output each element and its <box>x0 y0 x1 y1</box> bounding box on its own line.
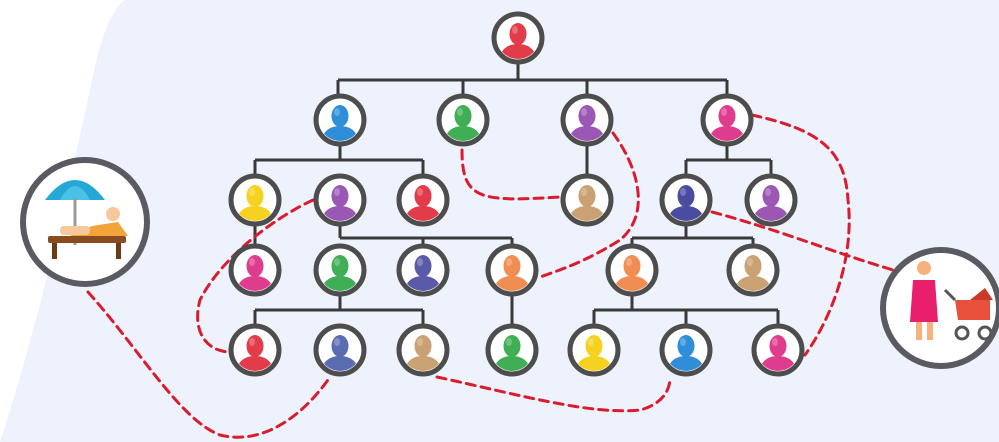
person-avatar-icon <box>491 11 545 65</box>
person-avatar-icon <box>659 173 713 227</box>
person-avatar-icon <box>700 93 754 147</box>
person-avatar-icon <box>396 323 450 377</box>
person-avatar-icon <box>659 323 713 377</box>
person-avatar-icon <box>744 173 798 227</box>
person-avatar-icon <box>436 93 490 147</box>
person-avatar-icon <box>605 243 659 297</box>
person-avatar-icon <box>228 173 282 227</box>
person-avatar-icon <box>313 323 367 377</box>
parenthood-badge <box>880 247 999 369</box>
tree-connector-lines <box>253 62 780 326</box>
person-avatar-icon <box>567 323 621 377</box>
dashed-link <box>86 290 332 439</box>
person-avatar-icon <box>313 93 367 147</box>
beach-umbrella-sunbather-icon <box>45 180 128 259</box>
vacation-badge <box>20 157 150 287</box>
dashed-link <box>435 375 672 413</box>
dashed-link <box>750 113 851 357</box>
person-avatar-icon <box>228 243 282 297</box>
dashed-link <box>538 131 640 279</box>
person-avatar-icon <box>726 243 780 297</box>
person-avatar-icon <box>396 173 450 227</box>
dashed-link <box>196 198 315 354</box>
badge-ring <box>20 157 150 287</box>
person-avatar-icon <box>485 323 539 377</box>
dashed-link <box>460 148 562 201</box>
person-avatar-icon <box>313 173 367 227</box>
dashed-relation-links <box>86 113 902 439</box>
person-avatar-icon <box>396 243 450 297</box>
person-avatar-icon <box>751 323 805 377</box>
mother-with-stroller-icon <box>910 261 993 341</box>
badge-ring <box>880 247 999 369</box>
person-avatar-icon <box>313 243 367 297</box>
person-avatar-icon <box>560 93 614 147</box>
person-avatar-icon <box>560 173 614 227</box>
person-avatar-icon <box>228 323 282 377</box>
dashed-link <box>710 210 902 274</box>
person-nodes <box>228 11 805 377</box>
person-avatar-icon <box>485 243 539 297</box>
